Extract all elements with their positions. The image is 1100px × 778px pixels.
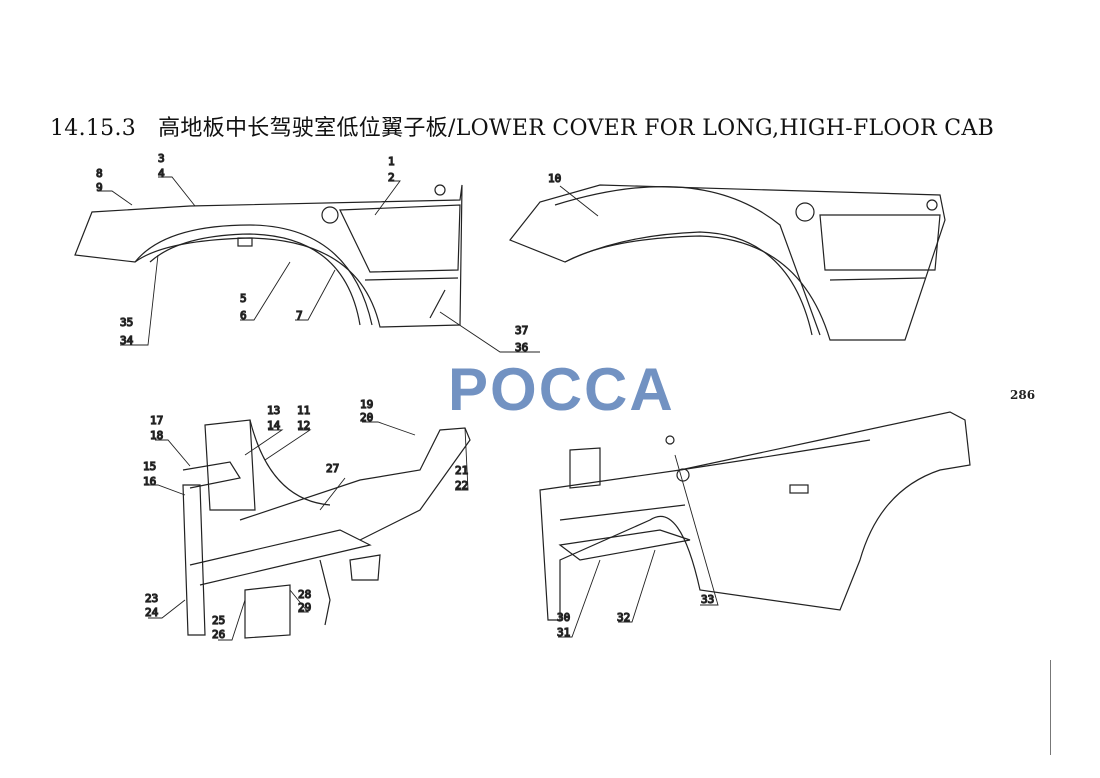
section-number: 14.15.3 xyxy=(50,116,137,141)
callout-29: 29 xyxy=(298,601,311,614)
callout-31: 31 xyxy=(557,626,570,639)
callout-27: 27 xyxy=(326,462,339,475)
callout-17: 17 xyxy=(150,414,163,427)
callout-labels: 8 9 3 4 1 2 5 6 7 35 34 37 36 10 17 18 1… xyxy=(95,151,714,641)
callout-25: 25 xyxy=(212,614,225,627)
callout-5: 5 xyxy=(240,292,247,305)
callout-2: 2 xyxy=(388,171,395,184)
callout-36: 36 xyxy=(515,341,528,354)
callout-16: 16 xyxy=(143,475,156,488)
callout-7: 7 xyxy=(296,309,303,322)
callout-20: 20 xyxy=(360,411,373,424)
callout-9: 9 xyxy=(96,181,103,194)
callout-4: 4 xyxy=(158,167,165,180)
callout-37: 37 xyxy=(515,324,528,337)
leader-lines xyxy=(98,176,719,641)
callout-19: 19 xyxy=(360,398,373,411)
callout-18: 18 xyxy=(150,429,163,442)
fender-left-view xyxy=(74,184,463,328)
callout-10: 10 xyxy=(548,172,561,185)
callout-13: 13 xyxy=(267,404,280,417)
callout-28: 28 xyxy=(298,588,311,601)
callout-8: 8 xyxy=(96,167,103,180)
callout-34: 34 xyxy=(120,334,134,347)
callout-14: 14 xyxy=(267,419,281,432)
callout-12: 12 xyxy=(297,419,310,432)
callout-24: 24 xyxy=(145,606,159,619)
section-title: 高地板中长驾驶室低位翼子板/LOWER COVER FOR LONG,HIGH-… xyxy=(158,116,995,141)
fender-rear-view xyxy=(539,411,971,621)
callout-32: 32 xyxy=(617,611,630,624)
fender-right-view xyxy=(509,184,946,341)
page-title: 14.15.3 高地板中长驾驶室低位翼子板/LOWER COVER FOR LON… xyxy=(50,110,994,142)
watermark-logo: POCCA xyxy=(448,356,675,423)
callout-33: 33 xyxy=(701,593,714,606)
callout-21: 21 xyxy=(455,464,468,477)
bracket-assembly xyxy=(182,419,471,639)
callout-6: 6 xyxy=(240,309,247,322)
page-number: 286 xyxy=(1010,388,1036,402)
callout-11: 11 xyxy=(297,404,310,417)
callout-22: 22 xyxy=(455,479,468,492)
scan-edge-line xyxy=(1050,660,1051,755)
callout-23: 23 xyxy=(145,592,158,605)
callout-3: 3 xyxy=(158,152,165,165)
callout-30: 30 xyxy=(557,611,570,624)
callout-26: 26 xyxy=(212,628,225,641)
callout-35: 35 xyxy=(120,316,133,329)
callout-1: 1 xyxy=(388,155,395,168)
callout-15: 15 xyxy=(143,460,156,473)
